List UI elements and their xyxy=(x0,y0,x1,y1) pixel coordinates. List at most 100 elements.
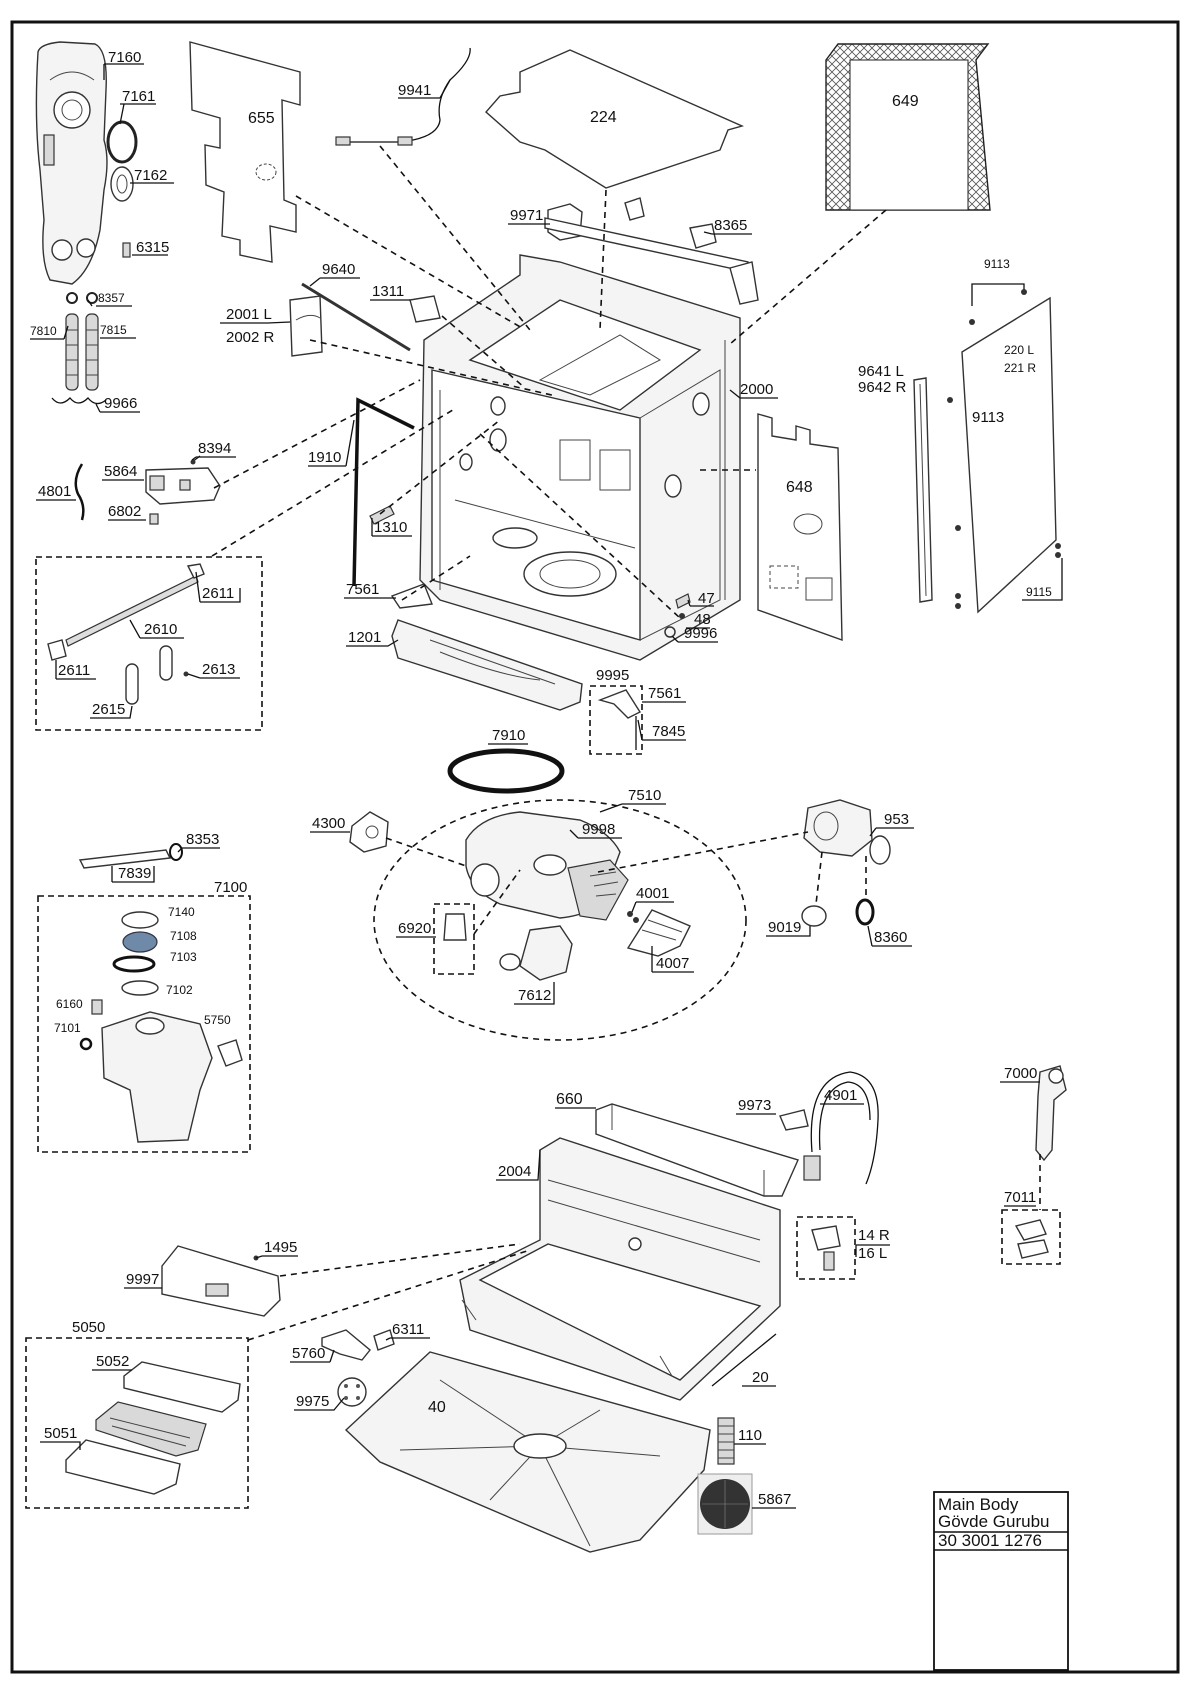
label-9975: 9975 xyxy=(296,1393,329,1410)
label-6315: 6315 xyxy=(136,239,169,256)
part-9640-rod xyxy=(301,282,411,352)
label-9115: 9115 xyxy=(1026,585,1052,599)
label-5051: 5051 xyxy=(44,1425,77,1442)
part-9975-filter-disc xyxy=(337,1377,367,1407)
part-47-48-9996-hardware xyxy=(664,593,691,638)
label-7101: 7101 xyxy=(54,1021,81,1035)
label-9997: 9997 xyxy=(126,1271,159,1288)
connection-leaders xyxy=(211,145,1041,1341)
part-110-foot xyxy=(717,1417,735,1465)
part-4901-power-cable xyxy=(803,1071,879,1185)
part-9997-control-housing xyxy=(161,1245,281,1317)
label-47: 47 xyxy=(698,590,715,607)
part-9973-bracket xyxy=(779,1109,809,1131)
label-7510: 7510 xyxy=(628,787,661,804)
label-4801: 4801 xyxy=(38,483,71,500)
label-7108: 7108 xyxy=(170,929,197,943)
label-14: 14 R xyxy=(858,1227,890,1244)
label-2615: 2615 xyxy=(92,701,125,718)
title-govde-gurubu: Gövde Gurubu xyxy=(938,1512,1050,1531)
label-7561-right: 7561 xyxy=(648,685,681,702)
label-9971: 9971 xyxy=(510,207,543,224)
part-5051-pcb-box xyxy=(65,1439,181,1495)
label-8357: 8357 xyxy=(98,291,125,305)
label-7810: 7810 xyxy=(30,324,57,338)
label-7011: 7011 xyxy=(1004,1189,1036,1206)
label-110: 110 xyxy=(738,1427,762,1444)
label-2611-top: 2611 xyxy=(202,585,234,602)
label-655: 655 xyxy=(248,110,275,127)
part-9113-screws xyxy=(947,283,1061,609)
part-660-insulation-bar xyxy=(595,1103,799,1197)
page-frame xyxy=(10,20,1180,1674)
label-1310: 1310 xyxy=(374,519,407,536)
part-7000-inlet-valve xyxy=(1035,1065,1067,1162)
label-6160: 6160 xyxy=(56,997,83,1011)
label-5864: 5864 xyxy=(104,463,137,480)
part-20-rod xyxy=(711,1333,777,1387)
part-9941-cable xyxy=(335,47,471,146)
part-7810-7815-hoses xyxy=(65,292,99,391)
part-220-221-side-panel xyxy=(961,296,1057,614)
part-2004-base-frame xyxy=(459,1137,781,1401)
label-5052: 5052 xyxy=(96,1353,129,1370)
part-655-insulation-panel xyxy=(189,41,301,263)
part-8353-clamp xyxy=(169,843,183,861)
part-6315-clip xyxy=(122,242,131,258)
part-2001-2002-bracket xyxy=(289,295,323,357)
label-7839: 7839 xyxy=(118,865,151,882)
label-8360: 8360 xyxy=(874,929,907,946)
label-7845: 7845 xyxy=(652,723,685,740)
label-2610: 2610 xyxy=(144,621,177,638)
label-2001: 2001 L xyxy=(226,306,272,323)
part-953-circ-pump xyxy=(803,799,891,865)
part-6311-clip xyxy=(373,1329,395,1351)
kit-7011-box xyxy=(1001,1209,1061,1265)
part-5052-pcb xyxy=(123,1361,241,1413)
label-7000: 7000 xyxy=(1004,1065,1037,1082)
label-leaders xyxy=(30,63,1063,1509)
label-5750: 5750 xyxy=(204,1013,231,1027)
label-4300: 4300 xyxy=(312,815,345,832)
part-1311-clip xyxy=(409,295,441,323)
kit-9995-box xyxy=(589,685,643,755)
label-2002: 2002 R xyxy=(226,329,275,346)
part-2610-rail xyxy=(65,575,199,647)
part-9019-ring xyxy=(801,905,827,927)
label-7102: 7102 xyxy=(166,983,193,997)
label-1201: 1201 xyxy=(348,629,381,646)
part-1310-pin xyxy=(369,505,395,525)
label-9973: 9973 xyxy=(738,1097,771,1114)
label-953: 953 xyxy=(884,811,909,828)
label-9995: 9995 xyxy=(596,667,629,684)
label-7162: 7162 xyxy=(134,167,167,184)
label-9113-mid: 9113 xyxy=(972,409,1004,426)
label-220: 220 L xyxy=(1004,343,1034,357)
label-9640: 9640 xyxy=(322,261,355,278)
label-9019: 9019 xyxy=(768,919,801,936)
label-1311: 1311 xyxy=(372,283,404,300)
kit-14-16-feet xyxy=(796,1216,856,1280)
label-4901: 4901 xyxy=(824,1087,857,1104)
label-221: 221 R xyxy=(1004,361,1036,375)
label-40: 40 xyxy=(428,1399,446,1416)
label-7160: 7160 xyxy=(108,49,141,66)
part-7160-heater-housing xyxy=(35,41,108,285)
part-7162-seal xyxy=(110,166,134,202)
label-7100: 7100 xyxy=(214,879,247,896)
label-648: 648 xyxy=(786,479,813,496)
label-5050: 5050 xyxy=(72,1319,105,1336)
label-4001: 4001 xyxy=(636,885,669,902)
title-code: 30 3001 1276 xyxy=(938,1531,1042,1550)
label-7103: 7103 xyxy=(170,950,197,964)
label-8365: 8365 xyxy=(714,217,747,234)
label-7910: 7910 xyxy=(492,727,525,744)
label-9641: 9641 L xyxy=(858,363,904,380)
label-16: 16 L xyxy=(858,1245,887,1262)
title-main-body: Main Body xyxy=(938,1495,1019,1514)
part-7910-gasket xyxy=(447,748,565,794)
part-8360-clamp xyxy=(855,898,875,926)
label-9966: 9966 xyxy=(104,395,137,412)
label-6920: 6920 xyxy=(398,920,431,937)
